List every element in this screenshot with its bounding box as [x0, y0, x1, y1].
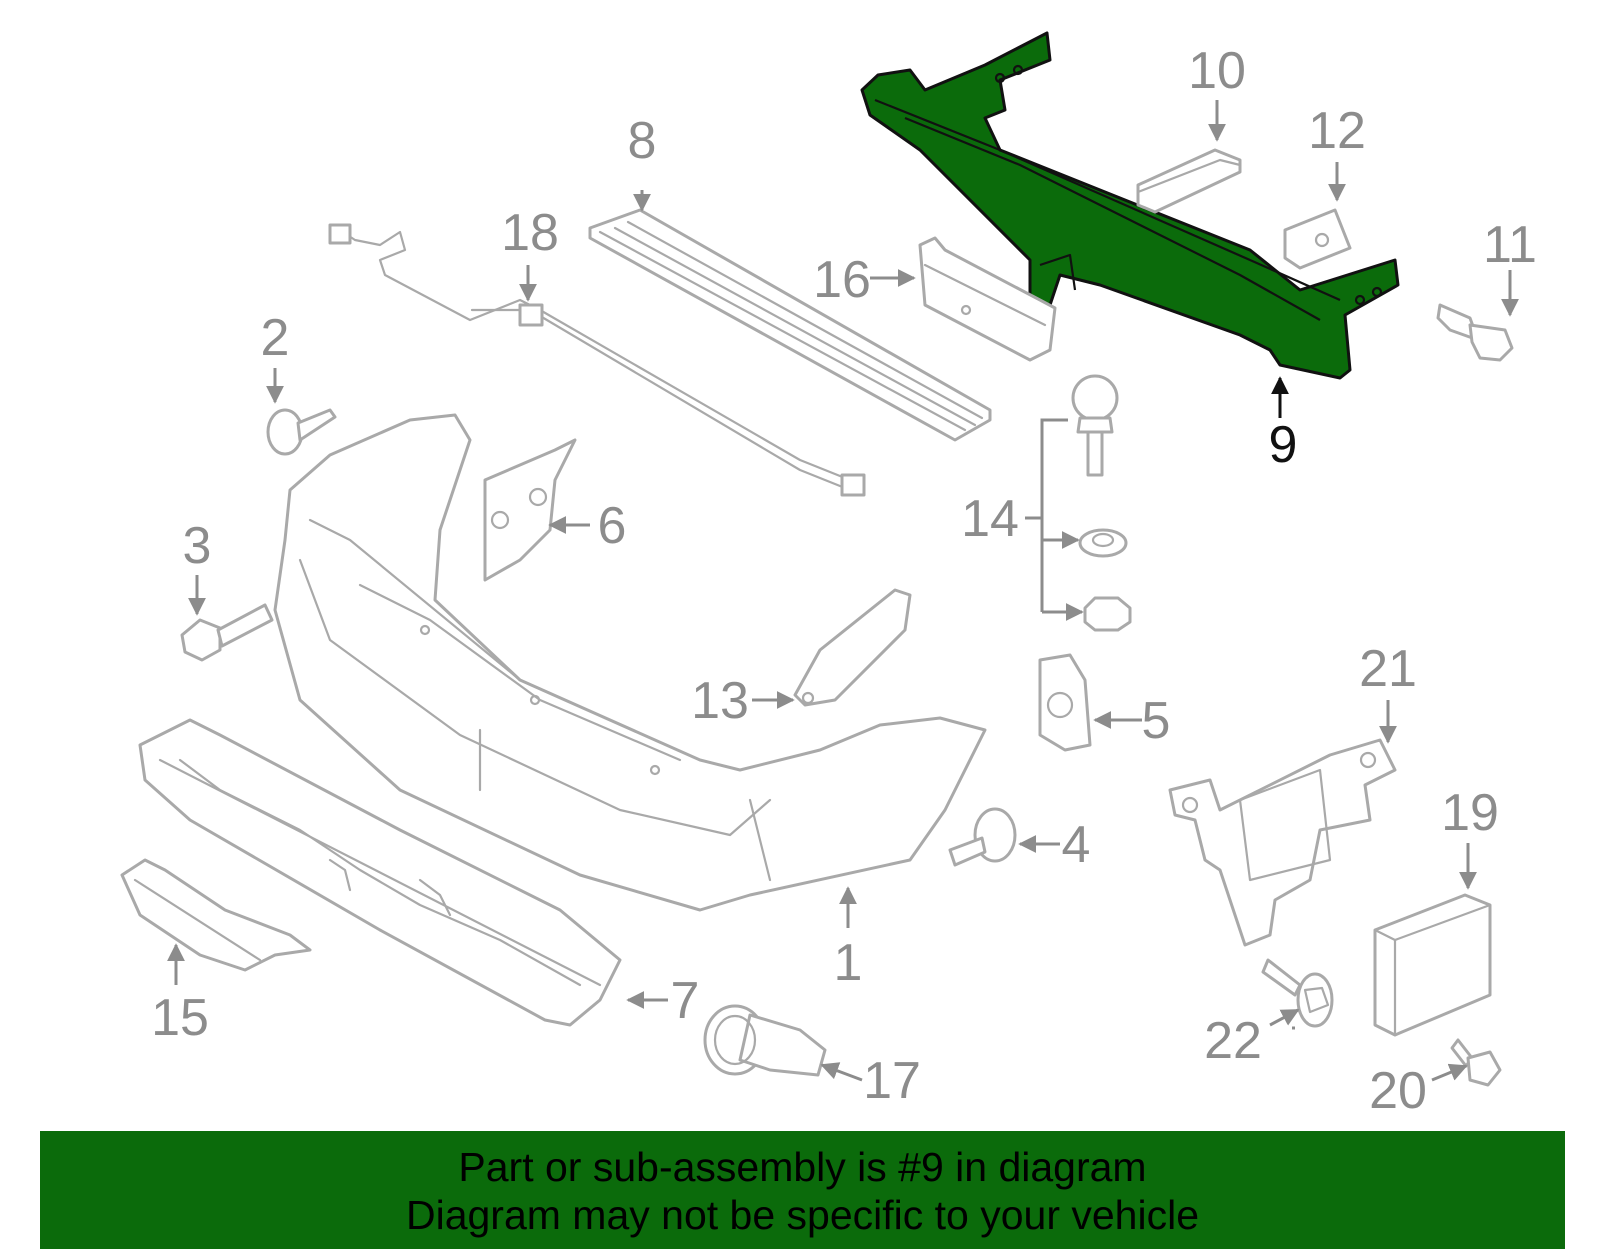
part-14-tow-ball-set[interactable]	[1071, 374, 1132, 632]
part-18-wiring-harness[interactable]	[328, 223, 866, 497]
callout-13: 13	[691, 672, 749, 730]
part-11-bolt[interactable]	[1436, 303, 1514, 362]
part-13-bracket[interactable]	[793, 588, 912, 707]
part-5-clip[interactable]	[1038, 653, 1092, 752]
callout-17: 17	[863, 1052, 921, 1110]
part-2-push-pin[interactable]	[266, 408, 337, 456]
part-17-sensor[interactable]	[703, 1004, 827, 1077]
callout-9: 9	[1269, 416, 1298, 474]
callout-11: 11	[1483, 216, 1537, 274]
part-1-bumper-cover[interactable]	[273, 413, 987, 912]
callout-labels: 8 10 12 11 16 18 9 2 3 6 14 13 5 4 1 7 1…	[151, 42, 1537, 1120]
part-20-bolt[interactable]	[1450, 1038, 1502, 1087]
leader-lines	[167, 100, 1519, 1082]
part-10-pad[interactable]	[1136, 148, 1242, 214]
callout-14: 14	[961, 490, 1019, 548]
part-8-step-pad[interactable]	[588, 208, 992, 442]
banner-line-2: Diagram may not be specific to your vehi…	[405, 1192, 1199, 1238]
callout-6: 6	[598, 497, 627, 555]
part-4-push-pin[interactable]	[948, 807, 1017, 867]
callout-8: 8	[628, 112, 657, 170]
part-12-clip-nut[interactable]	[1283, 208, 1352, 270]
part-7-absorber[interactable]	[138, 718, 622, 1027]
callout-20: 20	[1369, 1062, 1427, 1120]
banner-line-1: Part or sub-assembly is #9 in diagram	[458, 1144, 1147, 1190]
callout-2: 2	[261, 309, 290, 367]
callout-4: 4	[1062, 816, 1091, 874]
part-16-bracket[interactable]	[918, 236, 1057, 362]
part-9-reinforcement-beam[interactable]	[860, 31, 1400, 380]
part-15-trim[interactable]	[120, 858, 312, 972]
callout-7: 7	[671, 972, 700, 1030]
callout-10: 10	[1188, 42, 1246, 100]
callout-1: 1	[834, 934, 863, 992]
callout-5: 5	[1142, 692, 1171, 750]
callout-15: 15	[151, 989, 209, 1047]
callout-3: 3	[183, 517, 212, 575]
callout-22: 22	[1204, 1012, 1262, 1070]
callout-21: 21	[1359, 640, 1417, 698]
callout-19: 19	[1441, 784, 1499, 842]
callout-18: 18	[501, 204, 559, 262]
callout-16: 16	[813, 251, 871, 309]
part-21-bracket[interactable]	[1168, 738, 1397, 947]
callout-12: 12	[1308, 102, 1366, 160]
part-19-module[interactable]	[1373, 893, 1492, 1037]
part-3-bolt[interactable]	[180, 603, 274, 662]
info-banner: Part or sub-assembly is #9 in diagram Di…	[40, 1131, 1565, 1249]
part-6-bracket[interactable]	[483, 438, 577, 582]
part-22-bolt[interactable]	[1261, 958, 1334, 1028]
